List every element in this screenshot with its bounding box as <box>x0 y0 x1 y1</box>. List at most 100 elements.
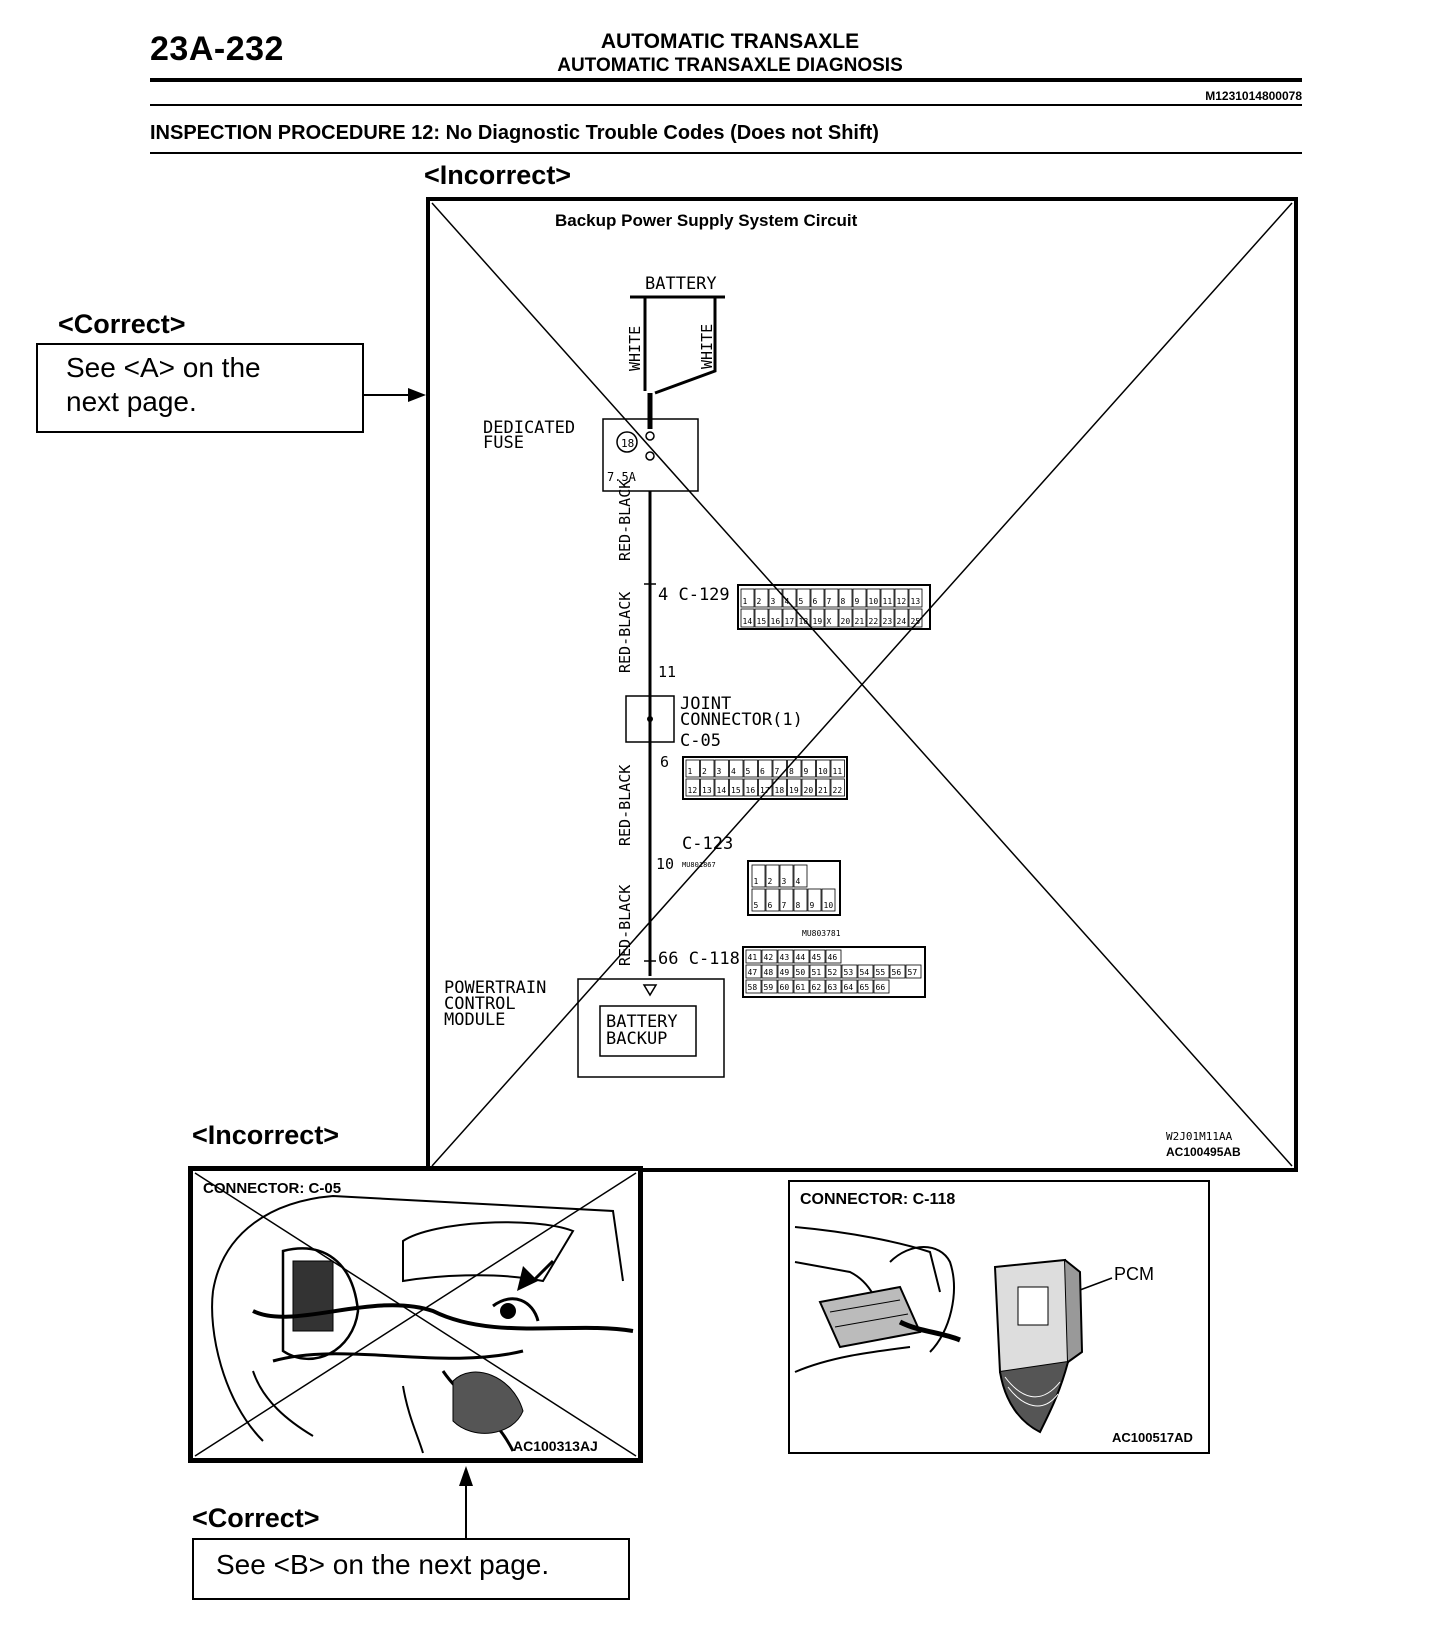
strike-line-2 <box>431 202 1293 1167</box>
joint-connector-box <box>625 695 675 743</box>
c118-pin-number: 62 <box>812 983 822 992</box>
c05-pin-number: 19 <box>789 786 799 795</box>
c129-pin-number: 1 <box>743 597 748 606</box>
circuit-diagram-frame: Backup Power Supply System Circuit BATTE… <box>426 197 1298 1172</box>
c123-pin-number: 6 <box>768 901 773 910</box>
c129-pin-number: 21 <box>855 617 865 626</box>
correction-callout-b: See <B> on the next page. <box>192 1538 630 1600</box>
c05-connector-label: CONNECTOR: C-05 <box>203 1180 341 1197</box>
c05-pin-number: 18 <box>775 786 785 795</box>
c05-pin-cell <box>801 778 816 797</box>
c129-pin-number: 5 <box>799 597 804 606</box>
wire-rb-3: RED-BLACK <box>616 765 634 846</box>
c129-pin-number: 8 <box>841 597 846 606</box>
c129-pin-number: 13 <box>911 597 921 606</box>
c118-pin-number: 63 <box>828 983 838 992</box>
c118-pin-cell <box>841 979 858 994</box>
doc-id-rule <box>150 104 1302 106</box>
c05-pin-cell <box>816 778 831 797</box>
c05-pin-number: 4 <box>731 767 736 776</box>
c118-pin-number: 55 <box>876 968 886 977</box>
c123-pin-number: 8 <box>796 901 801 910</box>
c118-location-illustration: CONNECTOR: C-118 PCM AC100517AD <box>794 1191 1193 1445</box>
c118-pin-number: 66 <box>876 983 886 992</box>
c118-pin-number: 53 <box>844 968 854 977</box>
c05-pin-number: 8 <box>789 767 794 776</box>
c05-pin-cell <box>729 759 744 778</box>
c129-pin-number: 19 <box>813 617 823 626</box>
c05-ref-code: AC100313AJ <box>513 1438 598 1454</box>
joint-id: C-05 <box>680 731 721 751</box>
c129-pin-cell <box>866 608 881 628</box>
c123-pin-number: 5 <box>754 901 759 910</box>
c123-pin-cell <box>779 888 794 912</box>
c05-pin-number: 20 <box>804 786 814 795</box>
c05-pin-number: 14 <box>717 786 727 795</box>
c123-pin-cell <box>793 864 808 888</box>
c118-pin-number: 57 <box>908 968 918 977</box>
c118-pin-cell <box>905 964 922 979</box>
c129-pin-number: 18 <box>799 617 809 626</box>
c118-pin-number: 51 <box>812 968 822 977</box>
c123-id: C-123 <box>682 834 733 854</box>
c05-pin-number: 2 <box>702 767 707 776</box>
c118-pin-number: 60 <box>780 983 790 992</box>
c118-pin-cell <box>761 979 778 994</box>
c123-pin-number: 3 <box>782 877 787 886</box>
c129-pin-cell <box>880 608 895 628</box>
pcm-label-2: CONTROL <box>444 994 516 1014</box>
battery-backup-box <box>599 1005 697 1057</box>
c118-pin-number: 47 <box>748 968 758 977</box>
c05-pin-number: 16 <box>746 786 756 795</box>
c118-pin-number: 61 <box>796 983 806 992</box>
c129-pin-number: 16 <box>771 617 781 626</box>
c118-pin-cell <box>841 964 858 979</box>
c118-pin-cell <box>777 964 794 979</box>
c123-pin-cell <box>821 888 836 912</box>
c129-pin-cell <box>894 608 909 628</box>
page-number: 23A-232 <box>150 30 284 68</box>
c05-pin-number: 12 <box>688 786 698 795</box>
c129-pin-cell <box>838 588 853 608</box>
joint-node <box>647 716 653 722</box>
c118-pin-number: 64 <box>844 983 854 992</box>
callout-a-arrow <box>364 388 426 402</box>
c05-pin-cell <box>787 778 802 797</box>
c118-pin-cell <box>857 964 874 979</box>
wire-white-2: WHITE <box>698 324 716 369</box>
c129-pin-label: 4 C-129 <box>658 585 730 605</box>
c129-pin-number: 15 <box>757 617 767 626</box>
c118-pin-number: 43 <box>780 953 790 962</box>
c129-pin-number: X <box>827 617 832 626</box>
c123-pin-cell <box>751 888 766 912</box>
c05-pin-cell <box>743 759 758 778</box>
c05-pin-cell <box>729 778 744 797</box>
backup-label-1: BATTERY <box>606 1012 678 1032</box>
c129-pin-cell <box>824 588 839 608</box>
c118-pin-label: 66 C-118 <box>658 949 740 969</box>
c123-pin-cell <box>807 888 822 912</box>
c123-pin-number: 9 <box>810 901 815 910</box>
c129-pin-cell <box>740 588 755 608</box>
c118-pin-cell <box>745 949 762 964</box>
c118-pin-number: 45 <box>812 953 822 962</box>
section-title: AUTOMATIC TRANSAXLE <box>600 30 860 53</box>
c129-pin-cell <box>754 588 769 608</box>
c05-pin-number: 22 <box>833 786 843 795</box>
diagram-ref-code-1: W2J01M11AA <box>1166 1130 1233 1143</box>
c123-pin-number: 10 <box>824 901 834 910</box>
c129-pin-number: 20 <box>841 617 851 626</box>
c129-pin-cell <box>866 588 881 608</box>
c118-pin-number: 56 <box>892 968 902 977</box>
callout-b-text: See <B> on the next page. <box>216 1549 550 1580</box>
c118-pin-number: 58 <box>748 983 758 992</box>
c05-pin-cell <box>743 778 758 797</box>
c05-pin-cell <box>714 759 729 778</box>
c129-pin-cell <box>782 608 797 628</box>
pin-10-label: 10 <box>656 855 674 873</box>
c118-pin-number: 52 <box>828 968 838 977</box>
c129-pin-number: 25 <box>911 617 921 626</box>
c118-pin-number: 41 <box>748 953 758 962</box>
